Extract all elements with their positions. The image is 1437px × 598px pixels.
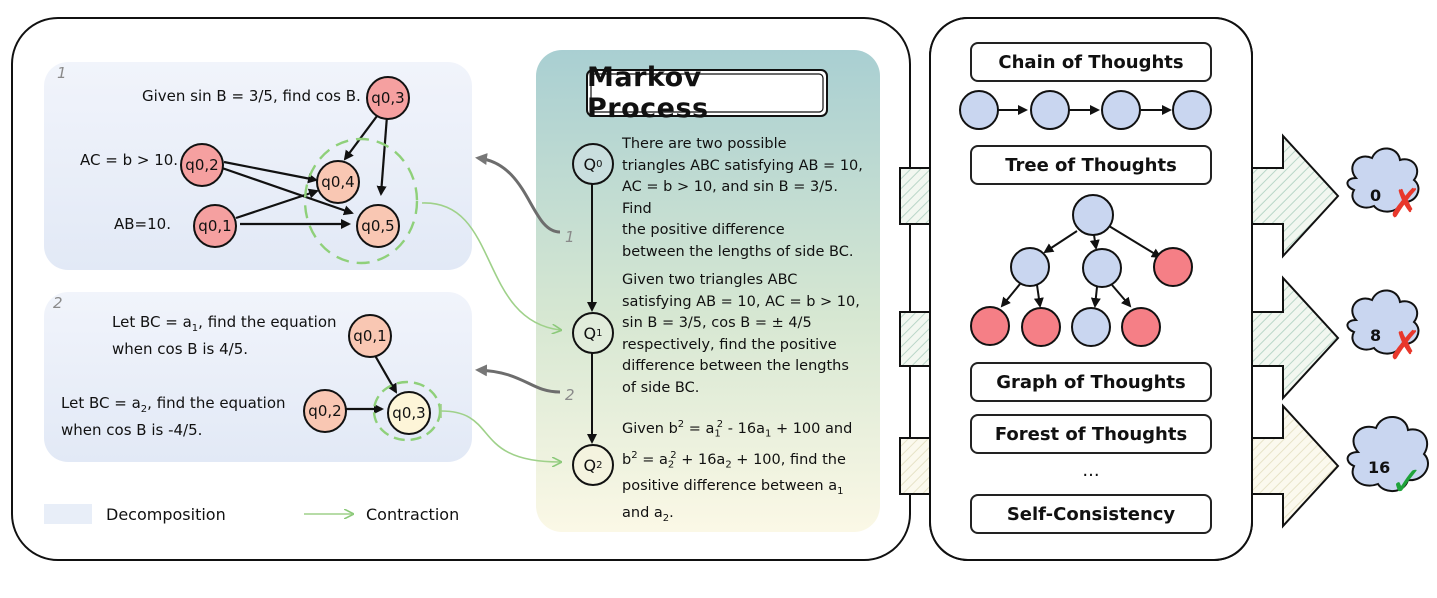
panel1-question-2: AC = b > 10. <box>80 151 179 169</box>
node-panel1: q0,3 <box>366 76 410 120</box>
method-ellipsis: ... <box>1082 460 1100 481</box>
result-cloud-1 <box>1346 147 1420 213</box>
node-panel1: q0,4 <box>316 160 360 204</box>
result-mark-3: ✓ <box>1390 459 1424 505</box>
panel2-edges <box>343 351 397 414</box>
method-forest-of-thoughts: Forest of Thoughts <box>970 414 1212 454</box>
node-panel1: q0,1 <box>193 204 237 248</box>
panel2-question-1: Let BC = a1, find the equation when cos … <box>112 313 337 358</box>
result-value-3: 16 <box>1368 458 1391 477</box>
tree-node <box>1082 248 1122 288</box>
legend-contraction-label: Contraction <box>366 505 460 524</box>
markov-q2-text: Given b2 = a12 - 16a1 + 100 and b2 = a22… <box>622 419 853 524</box>
method-chain-of-thoughts: Chain of Thoughts <box>970 42 1212 82</box>
node-panel1: q0,5 <box>356 204 400 248</box>
markov-q0-text: There are two possible triangles ABC sat… <box>622 136 863 260</box>
result-cloud-3 <box>1346 416 1429 492</box>
step-label-2: 2 <box>565 386 575 404</box>
tree-node <box>1021 307 1061 347</box>
gray-arrow-2 <box>475 364 561 394</box>
gray-arrow-1 <box>475 153 561 234</box>
chain-node <box>1101 90 1141 130</box>
result-cloud-2 <box>1346 289 1420 355</box>
markov-q1-text: Given two triangles ABC satisfying AB = … <box>622 272 860 396</box>
contraction-arrow-2 <box>440 410 560 462</box>
step-label-1: 1 <box>565 228 575 246</box>
panel2-dashed-group <box>372 380 442 442</box>
tree-node <box>1072 194 1114 236</box>
tree-node <box>1071 307 1111 347</box>
tree-node <box>1121 307 1161 347</box>
chain-node <box>1172 90 1212 130</box>
chain-structure <box>959 90 1212 130</box>
tree-structure <box>1000 225 1162 308</box>
result-value-1: 0 <box>1370 186 1382 205</box>
node-panel1: q0,2 <box>180 143 224 187</box>
panel1-edges <box>221 111 389 229</box>
markov-title: Markov Process <box>587 62 709 124</box>
tree-node <box>1010 247 1050 287</box>
panel1-question-1: Given sin B = 3/5, find cos B. <box>142 87 361 105</box>
chain-node <box>1030 90 1070 130</box>
legend-decomposition-label: Decomposition <box>106 505 226 524</box>
panel2-question-2: Let BC = a2, find the equation when cos … <box>61 394 286 439</box>
result-value-2: 8 <box>1370 326 1382 345</box>
legend-decomposition-swatch <box>44 504 92 524</box>
node-panel2: q0,3 <box>387 391 431 435</box>
contraction-arrow-1 <box>421 202 560 330</box>
method-tree-of-thoughts: Tree of Thoughts <box>970 145 1212 185</box>
markov-panel <box>536 50 880 532</box>
method-graph-of-thoughts: Graph of Thoughts <box>970 362 1212 402</box>
chain-node <box>959 90 999 130</box>
panel1-dashed-group <box>303 137 419 265</box>
tree-node <box>970 306 1010 346</box>
method-self-consistency: Self-Consistency <box>970 494 1212 534</box>
markov-title-box <box>586 69 828 117</box>
panel2-number: 2 <box>53 294 63 312</box>
panel1-question-3: AB=10. <box>114 215 171 233</box>
node-panel2: q0,2 <box>303 389 347 433</box>
panel1-number: 1 <box>57 64 67 82</box>
result-mark-2: ✗ <box>1388 323 1422 369</box>
result-mark-1: ✗ <box>1388 181 1422 227</box>
tree-node <box>1153 247 1193 287</box>
node-panel2: q0,1 <box>348 314 392 358</box>
